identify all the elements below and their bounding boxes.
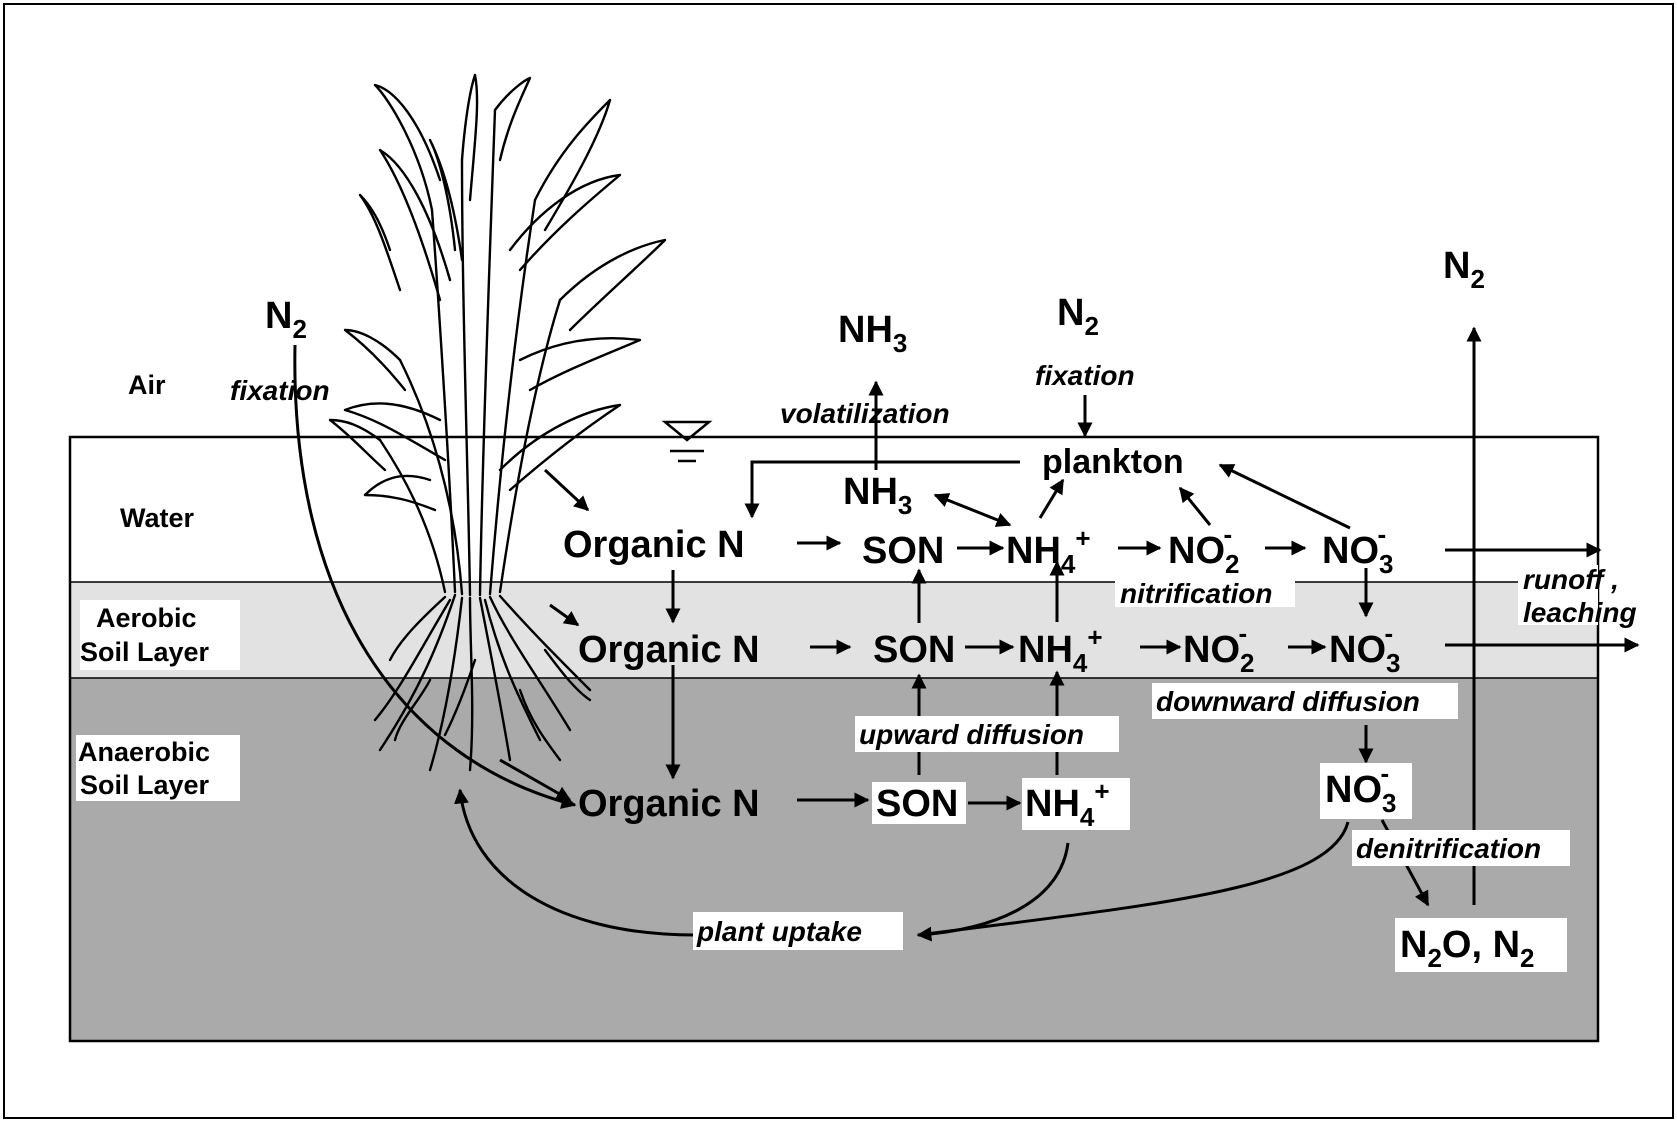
layer-label-water: Water — [120, 503, 195, 533]
downward-diffusion-label: downward diffusion — [1156, 686, 1420, 717]
n2-right: N2 — [1443, 245, 1485, 294]
plant-uptake-label: plant uptake — [696, 916, 862, 947]
n2-mid: N2 — [1057, 292, 1099, 341]
n2o-n2-label: N2O, N2 — [1400, 924, 1535, 973]
organic-n-aerobic: Organic N — [578, 629, 760, 671]
layer-label-aerobic-soil: Soil Layer — [80, 637, 210, 667]
organic-n-water: Organic N — [563, 524, 745, 566]
runoff-label: runoff , — [1523, 564, 1619, 595]
layer-label-anaerobic: Anaerobic — [78, 737, 210, 767]
denitrification-label: denitrification — [1356, 833, 1541, 864]
son-water: SON — [862, 530, 944, 572]
n2-left: N2 — [265, 295, 307, 344]
plankton-label: plankton — [1042, 443, 1184, 481]
fixation-left: fixation — [230, 375, 330, 406]
organic-n-anaerobic: Organic N — [578, 783, 760, 825]
layer-label-aerobic: Aerobic — [96, 603, 197, 633]
son-anaerobic: SON — [876, 783, 958, 825]
layer-label-air: Air — [128, 370, 166, 400]
volatilization-label: volatilization — [780, 398, 950, 429]
fixation-mid: fixation — [1035, 360, 1135, 391]
upward-diffusion-label: upward diffusion — [859, 719, 1084, 750]
nitrification-label: nitrification — [1120, 578, 1272, 609]
leaching-label: leaching — [1523, 597, 1637, 628]
son-aerobic: SON — [873, 629, 955, 671]
nh3-air: NH3 — [838, 309, 907, 358]
layer-label-anaerobic-soil: Soil Layer — [80, 770, 210, 800]
